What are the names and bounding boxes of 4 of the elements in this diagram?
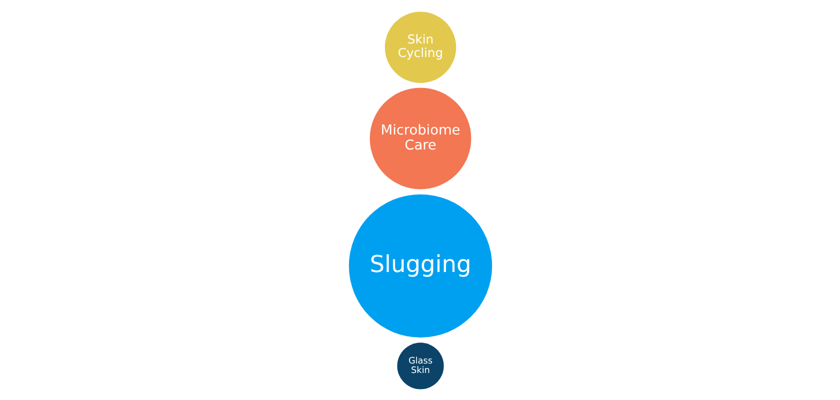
node-circle: Skin Cycling [384, 11, 456, 82]
node-circle: Slugging [348, 194, 492, 338]
node-circle: Microbiome Care [369, 87, 471, 189]
node-circle: Glass Skin [396, 342, 444, 389]
